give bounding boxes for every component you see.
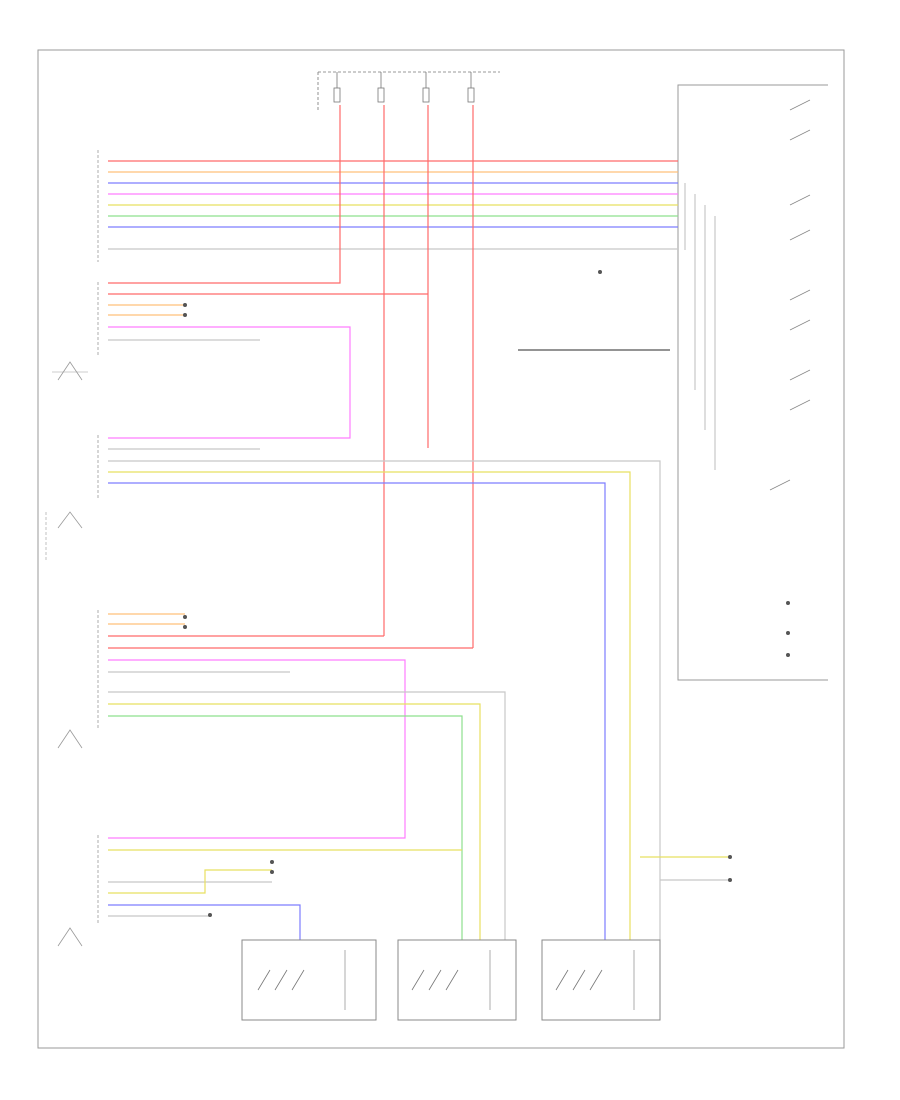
module-icon-2 <box>45 511 83 560</box>
wire-yellow-29 <box>108 703 481 940</box>
wire-magenta-26 <box>108 659 406 839</box>
fuse-3 <box>422 72 430 103</box>
switch-block-3 <box>541 939 661 1021</box>
fuse-1 <box>333 72 341 103</box>
right-panel-switches <box>769 99 811 657</box>
wire-blue-34 <box>108 904 301 940</box>
wire-group <box>108 105 730 940</box>
wire-gray-18 <box>108 460 661 940</box>
fuse-block <box>317 71 500 110</box>
switch-block-1 <box>241 939 377 1021</box>
wire-yellow-33 <box>108 869 272 894</box>
module-icon-1 <box>52 361 88 381</box>
wire-gray-28 <box>108 691 506 940</box>
connector-dots <box>183 270 732 917</box>
fuse-4 <box>467 72 475 103</box>
fuse-2 <box>377 72 385 103</box>
diagram-frame <box>37 49 845 1049</box>
wire-yellow-19 <box>108 471 631 940</box>
module-icon-4 <box>57 927 83 947</box>
wire-blue-20 <box>108 482 606 940</box>
wire-green-30 <box>108 715 463 940</box>
module-icon-3 <box>57 729 83 749</box>
wire-red-8 <box>108 105 341 284</box>
wire-magenta-12 <box>108 326 351 439</box>
switch-block-2 <box>397 939 517 1021</box>
right-panel-bracket <box>677 84 828 681</box>
